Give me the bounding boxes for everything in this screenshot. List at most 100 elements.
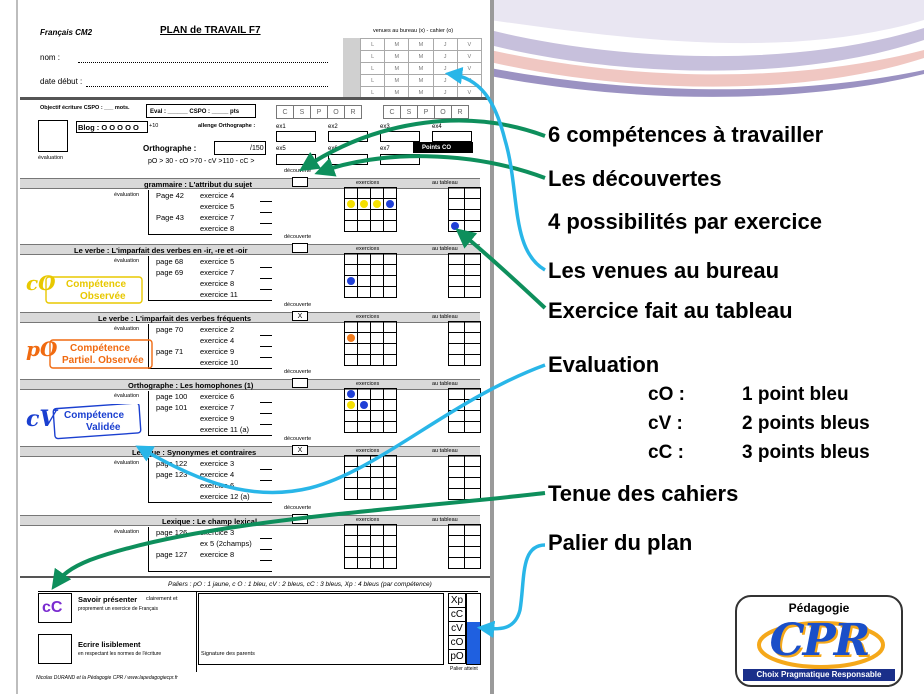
cspo-letter: S [293,105,311,119]
stamp-cv-line2: Validée [86,422,121,433]
page-ref: page 68 [156,257,184,266]
exercise-cell [357,220,371,232]
visit-day-cell: L [359,74,386,87]
exercise-cell [344,332,358,344]
cspo-letter: P [417,105,435,119]
cpr-logo: Pédagogie CPR Choix Pragmatique Responsa… [735,595,903,687]
evaluation-dot [347,200,355,208]
visit-day-cell: M [384,38,410,51]
level-gauge [466,593,481,665]
board-cell [448,524,465,536]
exercise-tick [260,424,272,425]
board-cell [448,264,465,276]
board-grid [448,187,481,232]
work-plan-sheet: Français CM2 PLAN de TRAVAIL F7 venues a… [16,0,494,694]
exercise-cell [357,286,371,298]
board-cell [464,399,481,411]
exercise-grid [344,321,397,366]
exercise-cell [357,546,371,558]
cc-box [38,593,72,623]
stamp-po-line1: Compétence [70,343,131,354]
exercise-cell [344,220,358,232]
exercise-tick [260,335,272,336]
eval-code-cv: cV : [648,413,683,434]
exercise-tick [260,278,272,279]
exercise-cell [357,354,371,366]
exercise-cell [370,388,384,400]
stamp-cv-line1: Compétence [64,410,125,421]
ex2-label: ex2 [328,124,338,130]
exercise-tick [260,289,272,290]
exercise-cell [370,421,384,433]
ex5-label: ex5 [276,146,286,152]
exercise-tick [260,413,272,414]
ex3-label: ex3 [380,124,390,130]
page-ref: page 70 [156,325,184,334]
exercise-label: exercice 9 [200,347,235,356]
cc-mark: cC [42,599,63,616]
exercise-label: exercice 4 [200,191,235,200]
cspo-letter: R [344,105,362,119]
exercise-cell [370,321,384,333]
present-skill: Savoir présenter [78,595,138,604]
score-scale: pO > 30 - cO >70 - cV >110 - cC > [148,158,255,165]
exercise-tick [260,357,272,358]
visit-day-cell: M [384,62,410,75]
exercise-cell [383,253,397,265]
board-cell [448,209,465,221]
exercise-cell [357,477,371,489]
discovery-box [292,243,308,253]
exercise-cell [383,343,397,355]
stamp-po-line2: Partiel. Observée [62,355,144,366]
eval-code-co: cO : [648,384,685,405]
decorative-swoosh [490,0,924,97]
exercise-cell [344,275,358,287]
exercise-label: exercice 7 [200,268,235,277]
evaluation-dot [373,200,381,208]
eval-desc-co: 1 point bleu [742,384,849,405]
ex7-label: ex7 [380,146,390,152]
logo-mark: CPR [769,615,871,666]
visits-grid-shade [343,38,360,100]
exercise-cell [370,546,384,558]
venues-caption: venues au bureau (x) - cahier (o) [373,28,454,34]
board-cell [448,187,465,199]
exercise-cell [344,388,358,400]
exercise-label: exercice 2 [200,325,235,334]
parents-signature-label: Signature des parents [201,651,255,657]
exercise-cell [344,399,358,411]
plus-ten: +10 [149,123,159,129]
evaluation-dot [360,401,368,409]
present-skill-2: clairement et [146,596,178,602]
visit-day-cell: L [359,38,386,51]
board-cell [464,488,481,500]
visit-day-cell: V [456,62,483,75]
logo-mark-art [757,621,885,669]
discovery-caption: découverte [284,302,312,308]
exercise-cell [357,455,371,467]
ex6-label: ex6 [328,146,338,152]
board-grid [448,253,481,298]
exercise-cell [357,198,371,210]
exercise-cell [357,535,371,547]
exercise-cell [357,275,371,287]
section-evaluation-caption: évaluation [114,258,140,264]
section-bracket [148,391,260,436]
exercise-cell [383,354,397,366]
board-cell [464,388,481,400]
board-cell [448,275,465,287]
visit-day-cell: L [359,50,386,63]
exercise-cell [370,209,384,221]
board-caption: au tableau [432,517,458,523]
exercise-cell [383,535,397,547]
palier-atteint-label: Palier atteint [450,666,478,672]
exercise-cell [357,524,371,536]
exercise-tick [260,223,272,224]
exercise-label: exercice 7 [200,213,235,222]
stamp-po: pO Compétence Partiel. Observée [24,338,154,372]
